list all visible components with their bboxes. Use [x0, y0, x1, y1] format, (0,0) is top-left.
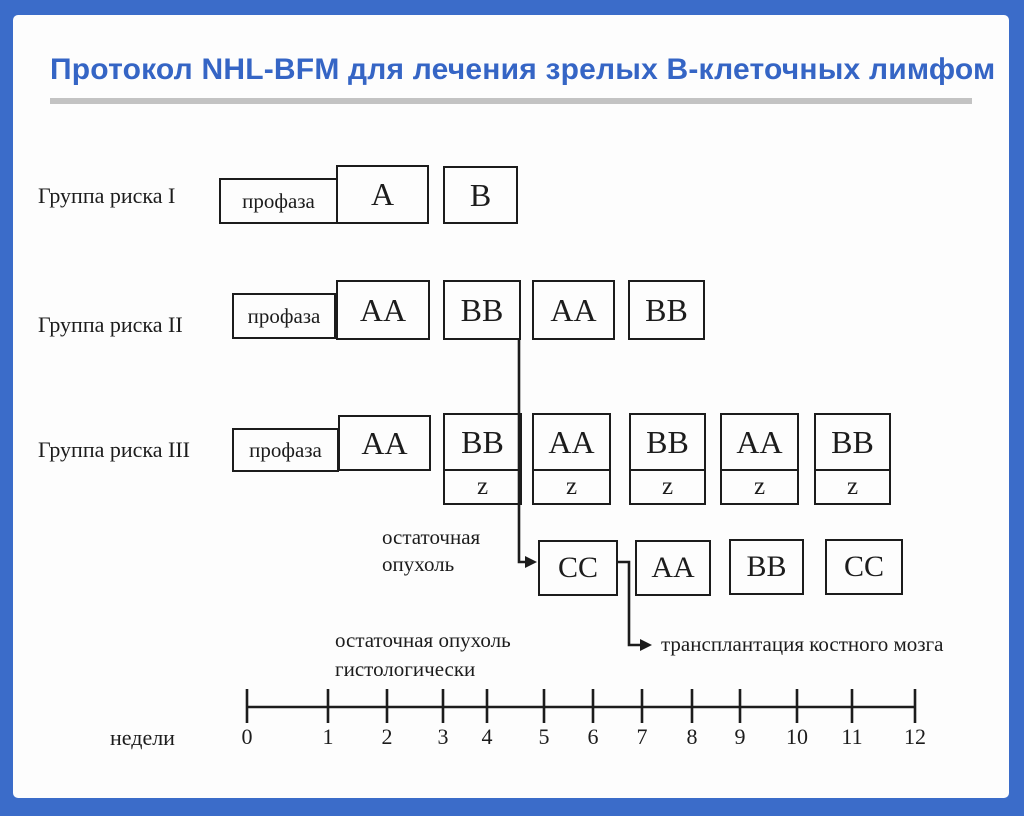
- week-tick-1: 1: [322, 724, 334, 749]
- row2-prophase-box: профаза: [232, 293, 336, 339]
- row3-box-bb-5: BB: [814, 413, 891, 471]
- row3-box-aa-2: AA: [532, 413, 611, 471]
- row3-zbox-5: z: [814, 469, 891, 505]
- arrow-line-to-transplant: [617, 560, 641, 647]
- row1-prophase-box: профаза: [219, 178, 338, 224]
- week-tick-11: 11: [841, 724, 863, 749]
- row2-box-bb-1: BB: [443, 280, 521, 340]
- row2-box-aa-2: AA: [532, 280, 615, 340]
- row3-box-aa-4: AA: [720, 413, 799, 471]
- risk-group-3-label: Группа риска III: [38, 437, 190, 462]
- week-tick-3: 3: [437, 724, 449, 749]
- title-underline: [50, 98, 972, 104]
- transplant-note: трансплантация костного мозга: [661, 632, 944, 656]
- week-tick-10: 10: [786, 724, 808, 749]
- row1-box-a-0: A: [336, 165, 429, 224]
- relapse-box-cc-0: CC: [538, 540, 618, 596]
- row2-box-aa-0: AA: [336, 280, 430, 340]
- week-tick-12: 12: [904, 724, 926, 749]
- residual-tumor-line1: остаточная: [382, 525, 481, 549]
- row3-box-aa-0: AA: [338, 415, 431, 471]
- residual-histology-line2: гистологически: [335, 657, 476, 681]
- relapse-box-cc-3: CC: [825, 539, 903, 595]
- arrowhead-to-cc-icon: [525, 556, 537, 568]
- row3-box-bb-3: BB: [629, 413, 706, 471]
- row3-zbox-2: z: [532, 469, 611, 505]
- risk-group-2-label: Группа риска II: [38, 312, 183, 337]
- week-tick-9: 9: [734, 724, 746, 749]
- residual-histology-line1: остаточная опухоль: [335, 628, 511, 652]
- residual-tumor-note: остаточная опухоль: [382, 524, 480, 578]
- arrowhead-to-transplant-icon: [640, 639, 652, 651]
- week-tick-4: 4: [481, 724, 493, 749]
- relapse-box-aa-1: AA: [635, 540, 711, 596]
- row2-box-bb-3: BB: [628, 280, 705, 340]
- row3-prophase-box: профаза: [232, 428, 339, 472]
- arrow-line-to-cc: [517, 340, 527, 564]
- week-tick-6: 6: [587, 724, 599, 749]
- relapse-box-bb-2: BB: [729, 539, 804, 595]
- row1-box-b-1: B: [443, 166, 518, 224]
- week-tick-7: 7: [636, 724, 648, 749]
- week-tick-0: 0: [241, 724, 253, 749]
- timeline-axis: [245, 689, 917, 723]
- page-title: Протокол NHL-BFM для лечения зрелых В-кл…: [50, 53, 996, 86]
- row3-zbox-1: z: [443, 469, 522, 505]
- row3-box-bb-1: BB: [443, 413, 522, 471]
- row3-zbox-4: z: [720, 469, 799, 505]
- risk-group-1-label: Группа риска I: [38, 183, 176, 208]
- week-tick-5: 5: [538, 724, 550, 749]
- residual-tumor-line2: опухоль: [382, 552, 455, 576]
- weeks-axis-label: недели: [110, 725, 175, 750]
- week-tick-2: 2: [381, 724, 393, 749]
- week-tick-8: 8: [686, 724, 698, 749]
- row3-zbox-3: z: [629, 469, 706, 505]
- residual-histology-note: остаточная опухоль гистологически: [335, 626, 511, 684]
- slide-panel: [13, 15, 1009, 798]
